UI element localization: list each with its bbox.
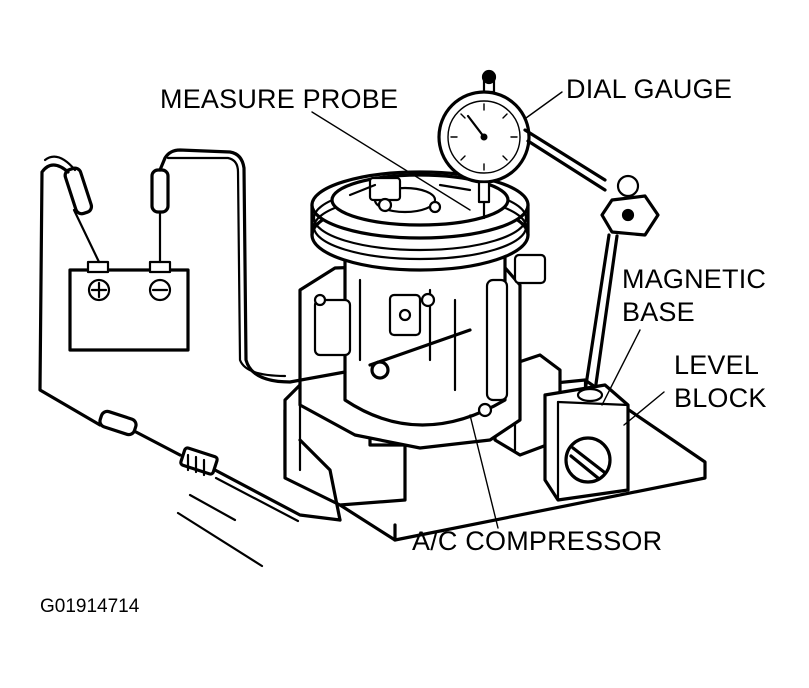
label-ac-compressor: A/C COMPRESSOR	[412, 526, 663, 556]
magnetic-base-stand	[523, 128, 660, 502]
figure-id: G01914714	[40, 596, 140, 617]
label-magnetic-base-line1: MAGNETIC	[622, 264, 767, 294]
edge-marks	[176, 493, 264, 568]
label-dial-gauge: DIAL GAUGE	[566, 74, 733, 104]
dial-gauge	[437, 69, 531, 220]
test-leads	[38, 148, 347, 523]
label-measure-probe: MEASURE PROBE	[160, 84, 399, 114]
leader-lines	[311, 91, 665, 529]
label-magnetic-base-line2: BASE	[622, 297, 695, 327]
leader-level-block	[623, 391, 665, 426]
ac-compressor-body	[298, 248, 547, 450]
clutch-pulley	[310, 170, 530, 272]
leader-ac-compressor	[469, 414, 499, 529]
leader-magnetic-base	[601, 329, 641, 406]
battery	[68, 260, 190, 352]
leader-measure-probe	[311, 111, 471, 211]
label-level-block-line1: LEVEL	[674, 350, 760, 380]
leader-dial-gauge	[525, 91, 563, 119]
label-level-block-line2: BLOCK	[674, 383, 767, 413]
